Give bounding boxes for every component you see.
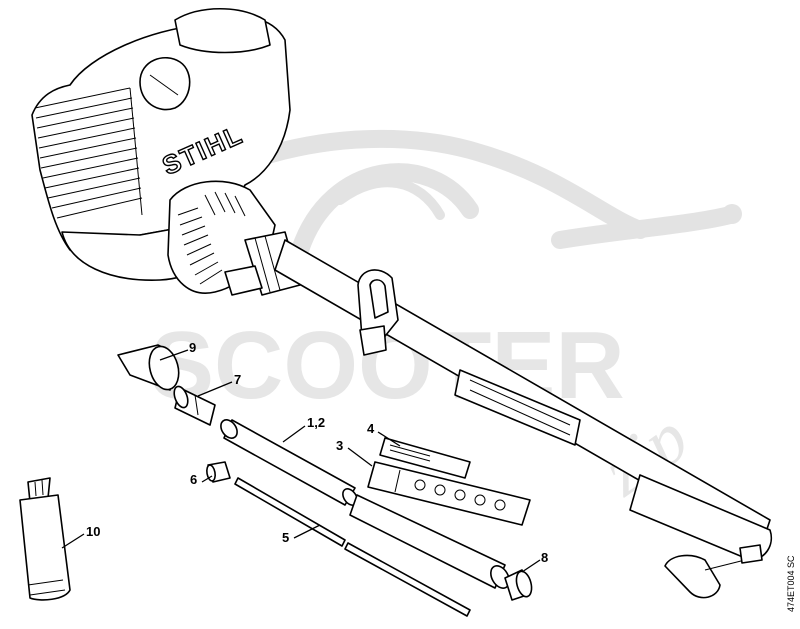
part-10-grease-tube (19, 477, 71, 601)
part-5-drive-shaft (234, 477, 471, 617)
callout-5: 5 (282, 530, 289, 545)
recoil-ribs (177, 191, 246, 285)
callout-3: 3 (336, 438, 343, 453)
part-7-sleeve (173, 385, 216, 426)
callout-10: 10 (86, 524, 100, 539)
cooling-fins (34, 87, 143, 219)
callout-7: 7 (234, 372, 241, 387)
part-9-cone-cap (117, 344, 180, 391)
lower-tube (349, 494, 510, 589)
callout-9: 9 (189, 340, 196, 355)
callout-1-2: 1,2 (307, 415, 325, 430)
callout-4: 4 (367, 421, 375, 436)
callout-leaders (61, 349, 541, 573)
callout-6: 6 (190, 472, 197, 487)
part-8-ring (504, 569, 533, 601)
part-6-bushing (206, 461, 231, 483)
callout-8: 8 (541, 550, 548, 565)
drive-tube (274, 239, 772, 599)
part-3-decal (367, 461, 531, 526)
engine-assembly: STIHL (31, 7, 301, 296)
part-4-label (379, 437, 471, 479)
document-reference: 474ET004 SC (786, 555, 796, 612)
callouts: 9 7 1,2 4 3 6 5 8 10 (86, 340, 548, 565)
part-1-2-tube (220, 419, 358, 506)
